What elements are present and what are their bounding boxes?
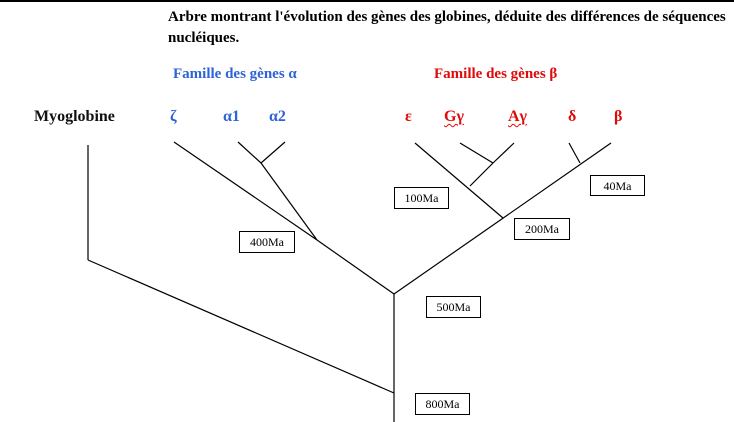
- leaf-alpha2: α2: [269, 108, 286, 125]
- time-box-500ma: 500Ma: [426, 296, 481, 318]
- time-box-400ma: 400Ma: [239, 231, 295, 253]
- branch-beta: [393, 142, 612, 295]
- branch-myoglobine: [87, 259, 395, 394]
- leaf-epsilon: ε: [405, 108, 412, 125]
- branch-zeta: [173, 141, 318, 241]
- time-box-800ma: 800Ma: [415, 393, 470, 415]
- a-gamma-text: Aγ: [508, 108, 528, 125]
- diagram-title: Arbre montrant l'évolution des gènes des…: [168, 9, 726, 46]
- time-box-40ma: 40Ma: [590, 175, 645, 196]
- branch-gamma-stem: [469, 162, 494, 187]
- leaf-myoglobine: Myoglobine: [34, 108, 115, 125]
- branch-g-gamma: [459, 142, 494, 164]
- time-box-100ma: 100Ma: [394, 187, 449, 209]
- branch-a-gamma: [492, 142, 515, 164]
- branch-alpha12: [260, 162, 318, 241]
- branch-alpha-stem: [316, 239, 395, 295]
- time-box-200ma: 200Ma: [514, 218, 570, 240]
- leaf-zeta: ζ: [170, 108, 177, 125]
- g-gamma-text: Gγ: [444, 108, 464, 125]
- alpha-family-label: Famille des gènes α: [173, 66, 297, 82]
- beta-family-label: Famille des gènes β: [434, 66, 558, 82]
- leaf-delta: δ: [568, 108, 577, 125]
- branch-alpha2: [260, 141, 286, 164]
- leaf-a-gamma: Aγ: [508, 108, 527, 126]
- branch-epsilon: [414, 142, 504, 219]
- branch-alpha1: [237, 141, 262, 164]
- top-border: [0, 0, 734, 2]
- leaf-alpha1: α1: [223, 108, 240, 125]
- branch-delta: [568, 142, 581, 164]
- leaf-beta: β: [614, 108, 623, 125]
- leaf-g-gamma: Gγ: [444, 108, 464, 126]
